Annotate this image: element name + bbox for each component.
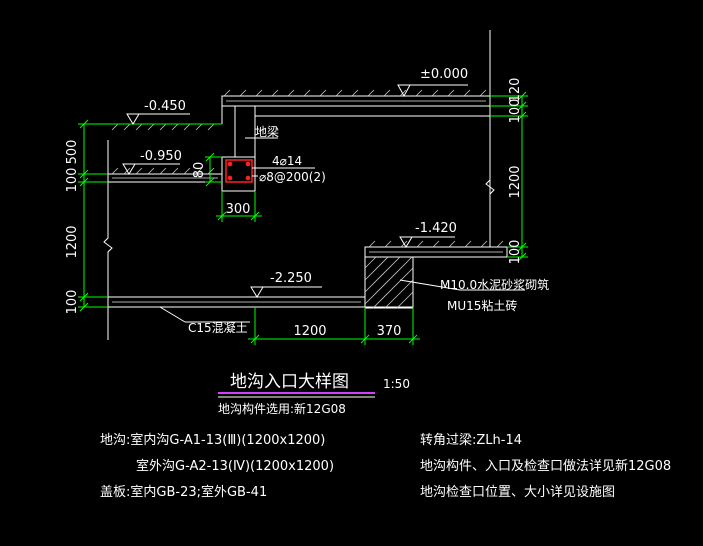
note-left-3: 盖板:室内GB-23;室外GB-41 bbox=[100, 484, 267, 500]
bottom-dim-370: 370 bbox=[377, 324, 402, 339]
right-dim-100-upper: 100 bbox=[508, 99, 523, 124]
left-dim-100-lower: 100 bbox=[65, 290, 80, 315]
drawing-scale: 1:50 bbox=[383, 377, 410, 391]
level-left-upper: -0.450 bbox=[144, 99, 186, 114]
level-marker-left-lower bbox=[122, 163, 180, 175]
right-dim-120: 120 bbox=[508, 78, 523, 103]
bottom-dim-1200: 1200 bbox=[293, 324, 326, 339]
label-beam-name: 地梁 bbox=[255, 124, 279, 139]
note-right-1: 转角过梁:ZLh-14 bbox=[420, 433, 522, 448]
drawing-title: 地沟入口大样图 bbox=[230, 372, 349, 392]
level-top: ±0.000 bbox=[420, 67, 468, 82]
note-left-1: 地沟:室内沟G-A1-13(Ⅲ)(1200x1200) bbox=[100, 432, 325, 448]
left-dim-500: 500 bbox=[65, 140, 80, 165]
left-dim-100-upper: 100 bbox=[65, 168, 80, 193]
right-dim-100-lower: 100 bbox=[508, 240, 523, 265]
beam-height-dim: 80 bbox=[192, 162, 207, 179]
drawing-subtitle: 地沟构件选用:新12G08 bbox=[218, 401, 346, 416]
note-right-3: 地沟检查口位置、大小详见设施图 bbox=[420, 485, 615, 500]
beam-width-dim: 300 bbox=[226, 202, 251, 217]
level-marker-bottom bbox=[250, 286, 322, 298]
level-left-lower: -0.950 bbox=[140, 149, 182, 164]
left-dim-1200: 1200 bbox=[65, 225, 80, 258]
dimension-lines bbox=[78, 91, 528, 345]
title-underline bbox=[218, 392, 375, 398]
break-lines bbox=[103, 30, 495, 340]
right-dim-1200: 1200 bbox=[508, 165, 523, 198]
level-bottom: -2.250 bbox=[270, 271, 312, 286]
beam-stirrup bbox=[225, 159, 253, 183]
brick-hatch bbox=[364, 256, 414, 309]
level-marker-top bbox=[397, 84, 468, 98]
leader-lines bbox=[159, 137, 525, 323]
label-rebar-main: 4⌀14 bbox=[272, 154, 302, 168]
ground-beam-section bbox=[225, 159, 253, 183]
level-markers bbox=[122, 84, 468, 298]
note-right-2: 地沟构件、入口及检查口做法详见新12G08 bbox=[420, 458, 671, 474]
level-right-mid: -1.420 bbox=[415, 221, 457, 236]
slab-stipple bbox=[112, 100, 503, 303]
note-left-2: 室外沟G-A2-13(Ⅳ)(1200x1200) bbox=[136, 458, 334, 474]
right-mid-slab bbox=[364, 246, 508, 258]
level-marker-left-upper bbox=[126, 113, 190, 125]
label-rebar-stirrup: ⌀8@200(2) bbox=[259, 170, 326, 184]
level-marker-right-mid bbox=[399, 236, 455, 248]
label-mortar: M10.0水泥砂浆砌筑 bbox=[440, 277, 549, 292]
label-brick: MU15粘土砖 bbox=[447, 298, 517, 313]
label-concrete: C15混凝土 bbox=[188, 320, 248, 335]
